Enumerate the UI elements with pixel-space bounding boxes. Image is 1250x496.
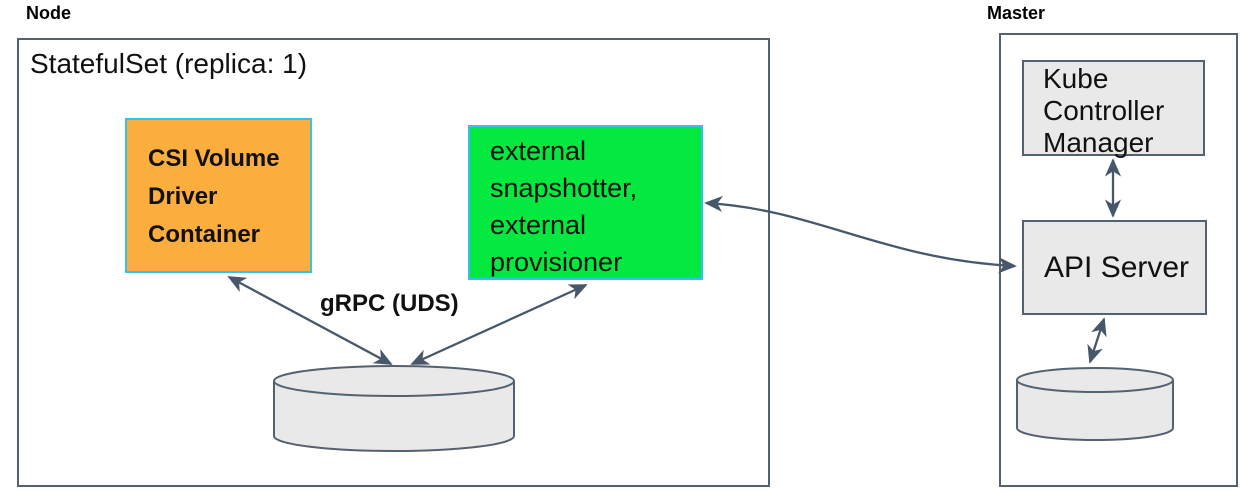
statefulset-title: StatefulSet (replica: 1) [30,48,308,79]
snapshotter-box-line-1: external [490,136,587,166]
grpc-uds-label: gRPC (UDS) [320,290,459,317]
node-group-label: Node [26,3,71,23]
master-group-label: Master [987,3,1046,23]
kcm-box-line-2: Controller [1043,95,1165,126]
api-server-label: API Server [1044,250,1190,284]
csi-box-line-2: Driver [148,183,218,210]
csi-box-line-3: Container [148,221,261,248]
snapshotter-box-line-4: provisioner [490,247,623,277]
snapshotter-box-line-3: external [490,210,587,240]
csi-box-line-1: CSI Volume [148,145,280,172]
snapshotter-box-line-2: snapshotter, [490,173,638,203]
kcm-box-line-3: Manager [1043,127,1154,158]
external-snapshotter-provisioner-box: external snapshotter, external provision… [468,125,703,280]
etcd-label: etcd [1038,395,1091,426]
kcm-box-line-1: Kube [1043,63,1109,94]
kube-controller-manager-box: Kube Controller Manager [1022,60,1205,158]
api-server-box: API Server [1022,220,1207,315]
csi-volume-driver-box: CSI Volume Driver Container [125,118,312,273]
emptydir-volume-label: EmptyDir Volume [303,409,485,434]
